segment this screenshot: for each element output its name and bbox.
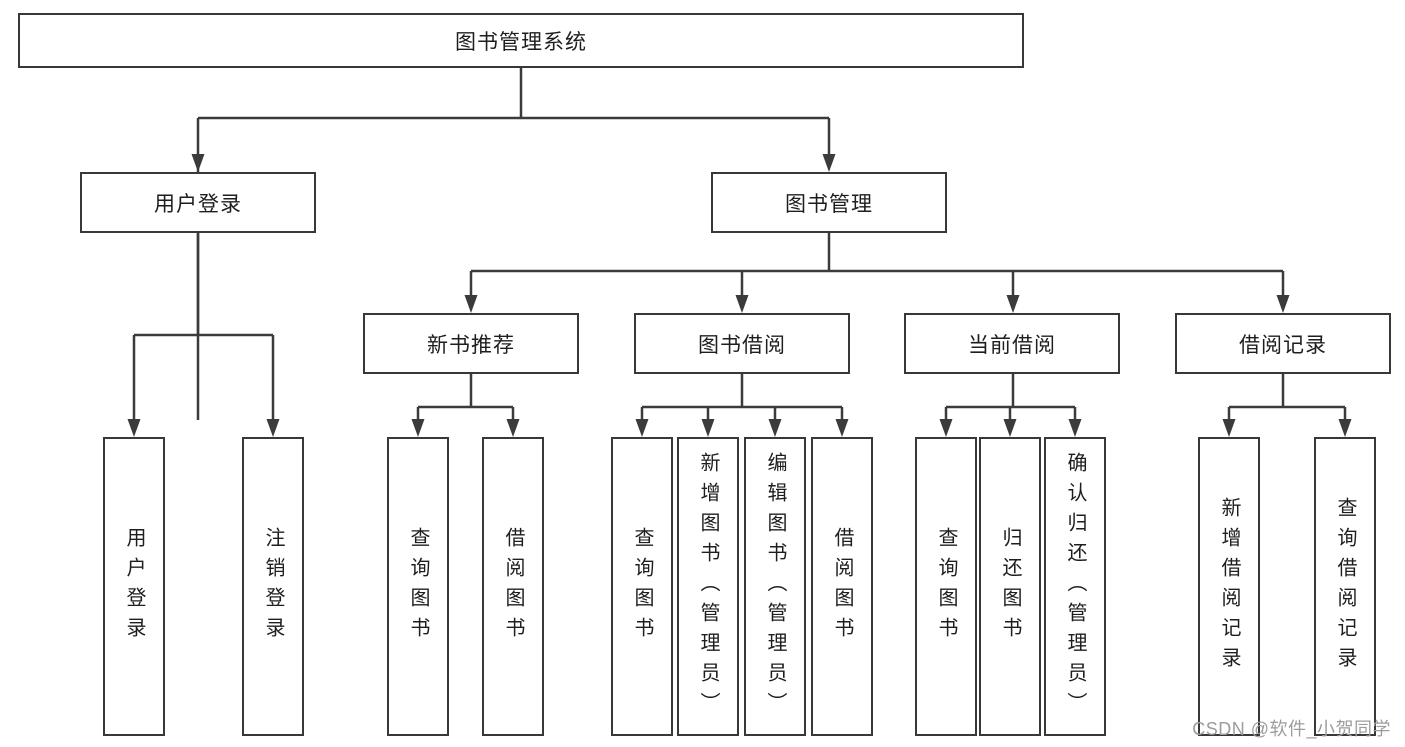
arrowhead-down — [266, 419, 280, 437]
arrowhead-down — [822, 154, 836, 172]
node-label: 借阅记录 — [1239, 333, 1327, 357]
arrowhead-down — [735, 295, 749, 313]
node-label: 新增图书（管理员） — [697, 451, 719, 722]
leaf-edit-book-admin: 编辑图书（管理员） — [744, 437, 806, 736]
node-label: 查询图书 — [631, 526, 653, 647]
node-user-login: 用户登录 — [80, 172, 316, 233]
arrowhead-down — [191, 154, 205, 172]
arrowhead-down — [939, 419, 953, 437]
arrowhead-down — [464, 295, 478, 313]
leaf-query-books-rec: 查询图书 — [387, 437, 449, 736]
node-label: 用户登录 — [154, 192, 242, 216]
node-label: 新增借阅记录 — [1218, 496, 1240, 677]
node-label: 归还图书 — [999, 526, 1021, 647]
node-new-book-rec: 新书推荐 — [363, 313, 579, 374]
arrowhead-down — [635, 419, 649, 437]
leaf-query-books-current: 查询图书 — [915, 437, 977, 736]
node-label: 图书管理 — [785, 192, 873, 216]
node-label: 图书管理系统 — [455, 30, 587, 54]
leaf-user-login: 用户登录 — [103, 437, 165, 736]
node-book-mgmt: 图书管理 — [711, 172, 947, 233]
arrowhead-down — [127, 419, 141, 437]
node-label: 用户登录 — [123, 526, 145, 647]
connector-new-book-rec-children — [411, 374, 520, 437]
leaf-query-books-borrow: 查询图书 — [611, 437, 673, 736]
arrowhead-down — [411, 419, 425, 437]
leaf-add-book-admin: 新增图书（管理员） — [677, 437, 739, 736]
arrowhead-down — [1006, 295, 1020, 313]
leaf-return-book: 归还图书 — [979, 437, 1041, 736]
node-label: 当前借阅 — [968, 333, 1056, 357]
arrowhead-down — [1003, 419, 1017, 437]
connector-user-login-children — [127, 233, 280, 437]
node-current-borrow: 当前借阅 — [904, 313, 1120, 374]
arrowhead-down — [1222, 419, 1236, 437]
arrowhead-down — [835, 419, 849, 437]
leaf-borrow-books: 借阅图书 — [811, 437, 873, 736]
node-borrow-records: 借阅记录 — [1175, 313, 1391, 374]
node-label: 注销登录 — [262, 526, 284, 647]
arrowhead-down — [506, 419, 520, 437]
node-label: 借阅图书 — [502, 526, 524, 647]
node-label: 借阅图书 — [831, 526, 853, 647]
node-label: 查询图书 — [407, 526, 429, 647]
leaf-confirm-return-admin: 确认归还（管理员） — [1044, 437, 1106, 736]
node-label: 查询借阅记录 — [1334, 496, 1356, 677]
arrowhead-down — [1068, 419, 1082, 437]
connector-current-borrow-children — [939, 374, 1082, 437]
csdn-watermark: CSDN @软件_小贺同学 — [1192, 719, 1391, 739]
node-book-borrow: 图书借阅 — [634, 313, 850, 374]
arrowhead-down — [1338, 419, 1352, 437]
arrowhead-down — [701, 419, 715, 437]
node-label: 编辑图书（管理员） — [764, 451, 786, 722]
connector-borrow-records-children — [1222, 374, 1352, 437]
node-label: 图书借阅 — [698, 333, 786, 357]
arrowhead-down — [1276, 295, 1290, 313]
leaf-query-borrow-record: 查询借阅记录 — [1314, 437, 1376, 736]
leaf-logout: 注销登录 — [242, 437, 304, 736]
node-label: 确认归还（管理员） — [1064, 451, 1086, 722]
connector-book-mgmt-children — [464, 233, 1290, 313]
node-label: 新书推荐 — [427, 333, 515, 357]
node-root-system: 图书管理系统 — [18, 13, 1024, 68]
leaf-borrow-books-rec: 借阅图书 — [482, 437, 544, 736]
arrowhead-down — [768, 419, 782, 437]
leaf-add-borrow-record: 新增借阅记录 — [1198, 437, 1260, 736]
connector-book-borrow-children — [635, 374, 849, 437]
node-label: 查询图书 — [935, 526, 957, 647]
